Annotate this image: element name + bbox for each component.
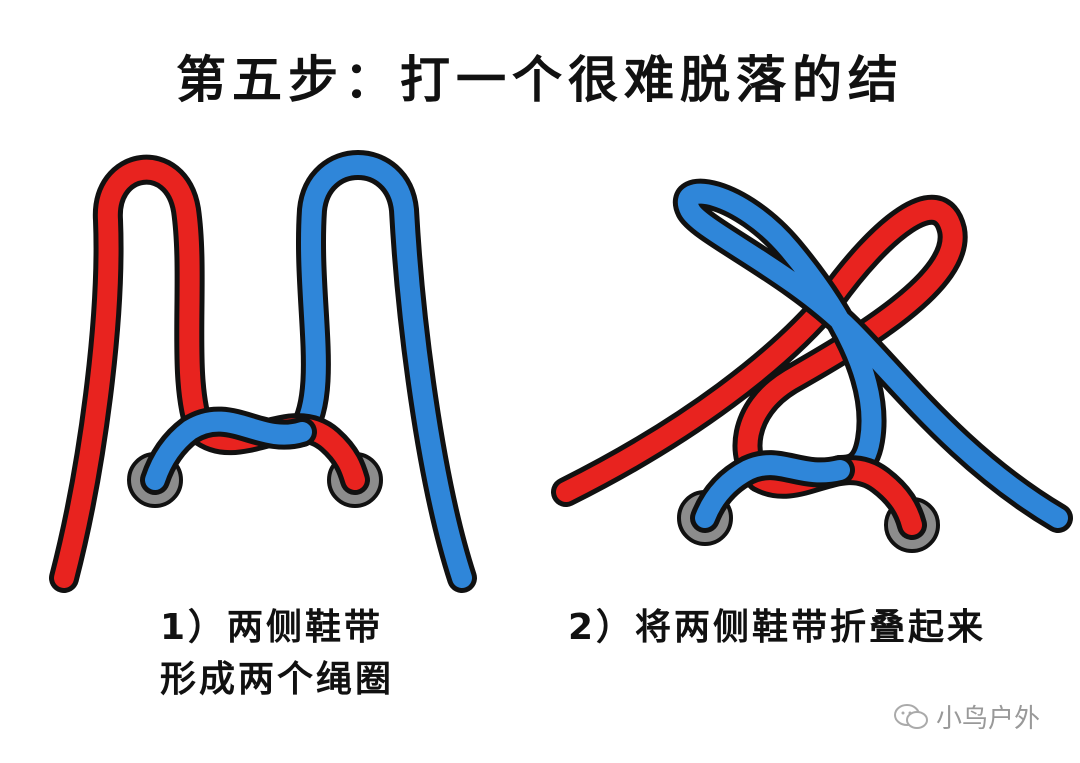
blue-twist: [145, 411, 312, 490]
step-1-caption: 1）两侧鞋带 形成两个绳圈: [160, 602, 394, 706]
blue-folded-loop: [677, 183, 1068, 528]
wechat-icon: [893, 703, 928, 729]
blue-twist-2: [695, 455, 850, 528]
step-1-caption-line-1: 1）两侧鞋带: [160, 607, 384, 648]
page-title: 第五步：打一个很难脱落的结: [176, 51, 904, 109]
red-twist-2: [750, 460, 922, 535]
step-1-caption-line-2: 形成两个绳圈: [160, 659, 395, 700]
step-2-caption-line-1: 2）将两侧鞋带折叠起来: [568, 607, 987, 648]
panel-1-two-loops: [49, 150, 477, 593]
watermark: 小鸟户外: [893, 698, 1040, 735]
blue-loop: [292, 155, 472, 588]
watermark-text: 小鸟户外: [935, 704, 1040, 734]
red-folded-loop: [556, 199, 963, 502]
red-loop: [54, 159, 210, 588]
step-2-caption: 2）将两侧鞋带折叠起来: [568, 602, 986, 654]
panel-2-folded-loops: [551, 178, 1073, 553]
